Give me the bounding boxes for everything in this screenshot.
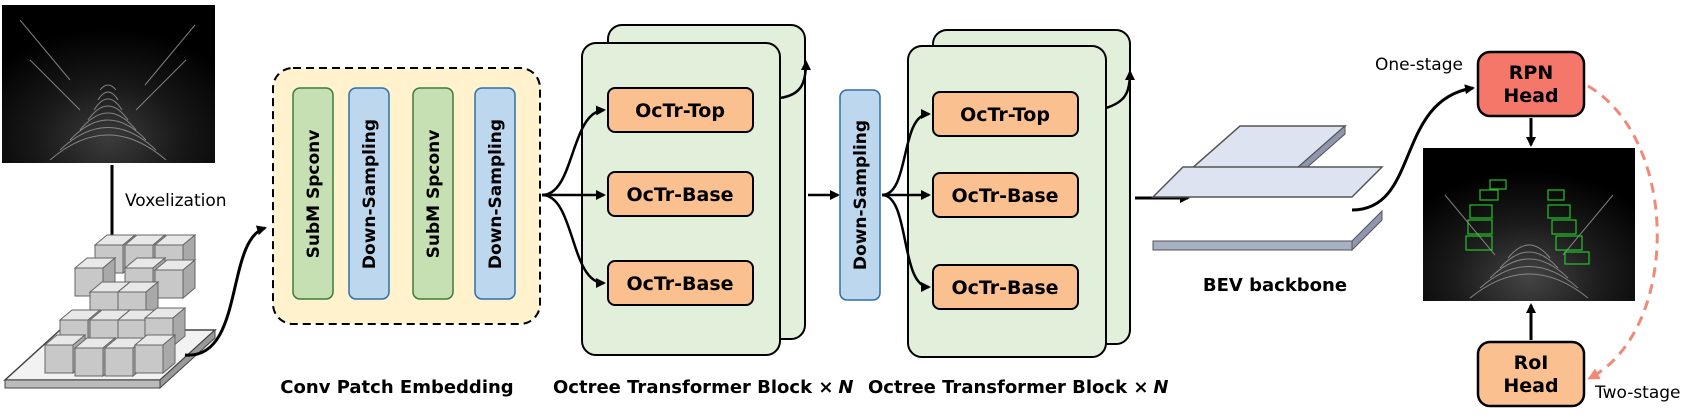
octr-base-box-2b: OcTr-Base bbox=[932, 264, 1079, 310]
embedding-layer-down-sampling-1: Down-Sampling bbox=[348, 87, 390, 300]
svg-text:OcTr-Base: OcTr-Base bbox=[951, 277, 1058, 299]
embedding-layer-subm-spconv-1: SubM Spconv bbox=[292, 87, 334, 300]
octr-base-box-1a: OcTr-Base bbox=[607, 171, 754, 217]
svg-text:RoI: RoI bbox=[1514, 352, 1549, 374]
voxel-to-embedding-arrow bbox=[184, 225, 267, 357]
octr-base-box-1b: OcTr-Base bbox=[607, 260, 754, 306]
voxelization-label: Voxelization bbox=[125, 191, 227, 211]
svg-text:OcTr-Top: OcTr-Top bbox=[635, 100, 725, 122]
octree-block-2-label: Octree Transformer Block ×N bbox=[868, 377, 1169, 398]
voxel-cube bbox=[154, 269, 184, 299]
two-stage-label: Two-stage bbox=[1594, 383, 1681, 403]
rpn-head-box: RPN Head bbox=[1476, 50, 1586, 118]
voxel-cube bbox=[134, 344, 164, 374]
bev-backbone-icon bbox=[1151, 124, 1384, 252]
octree-block-2: OcTr-Top OcTr-Base OcTr-Base bbox=[907, 29, 1135, 358]
conv-patch-embedding-box bbox=[272, 67, 541, 325]
svg-text:OcTr-Top: OcTr-Top bbox=[960, 104, 1050, 126]
roi-head-box: RoI Head bbox=[1476, 340, 1586, 408]
svg-text:Down-Sampling: Down-Sampling bbox=[486, 119, 506, 269]
one-stage-label: One-stage bbox=[1375, 55, 1463, 75]
conv-patch-embedding-label: Conv Patch Embedding bbox=[280, 377, 513, 398]
svg-text:Down-Sampling: Down-Sampling bbox=[851, 120, 871, 270]
octr-base-box-2a: OcTr-Base bbox=[932, 172, 1079, 218]
svg-text:Down-Sampling: Down-Sampling bbox=[360, 119, 380, 269]
embedding-layers: SubM Spconv Down-Sampling SubM Spconv Do… bbox=[292, 87, 516, 300]
svg-text:OcTr-Base: OcTr-Base bbox=[951, 185, 1058, 207]
svg-text:SubM Spconv: SubM Spconv bbox=[304, 130, 324, 259]
voxel-cube bbox=[182, 258, 196, 300]
input-point-cloud-image bbox=[2, 5, 215, 163]
svg-text:Head: Head bbox=[1503, 85, 1558, 107]
svg-text:Head: Head bbox=[1503, 375, 1558, 397]
detection-result-image bbox=[1423, 148, 1635, 301]
bev-backbone-label: BEV backbone bbox=[1203, 275, 1347, 296]
embedding-layer-subm-spconv-2: SubM Spconv bbox=[412, 87, 454, 300]
embedding-layer-down-sampling-2: Down-Sampling bbox=[474, 87, 516, 300]
two-stage-dashed-arrow bbox=[1587, 84, 1659, 380]
voxel-cube bbox=[162, 333, 176, 375]
voxel-cube bbox=[104, 347, 134, 377]
svg-text:RPN: RPN bbox=[1509, 62, 1553, 84]
voxel-cube bbox=[74, 347, 104, 377]
octree-block-1-label: Octree Transformer Block ×N bbox=[553, 377, 854, 398]
middle-down-sampling: Down-Sampling bbox=[839, 89, 881, 301]
voxel-cube bbox=[44, 344, 74, 374]
octr-top-box-1: OcTr-Top bbox=[607, 87, 754, 133]
octree-block-1: OcTr-Top OcTr-Base OcTr-Base bbox=[581, 24, 811, 356]
svg-text:OcTr-Base: OcTr-Base bbox=[626, 184, 733, 206]
downsampling-to-block2-arrows bbox=[881, 109, 931, 292]
svg-text:OcTr-Base: OcTr-Base bbox=[626, 273, 733, 295]
embedding-to-block1-arrows bbox=[541, 105, 606, 288]
voxel-grid-icon bbox=[3, 233, 217, 390]
svg-text:SubM Spconv: SubM Spconv bbox=[424, 130, 444, 259]
octr-top-box-2: OcTr-Top bbox=[932, 91, 1079, 137]
bev-to-rpn-arrow bbox=[1351, 84, 1475, 212]
